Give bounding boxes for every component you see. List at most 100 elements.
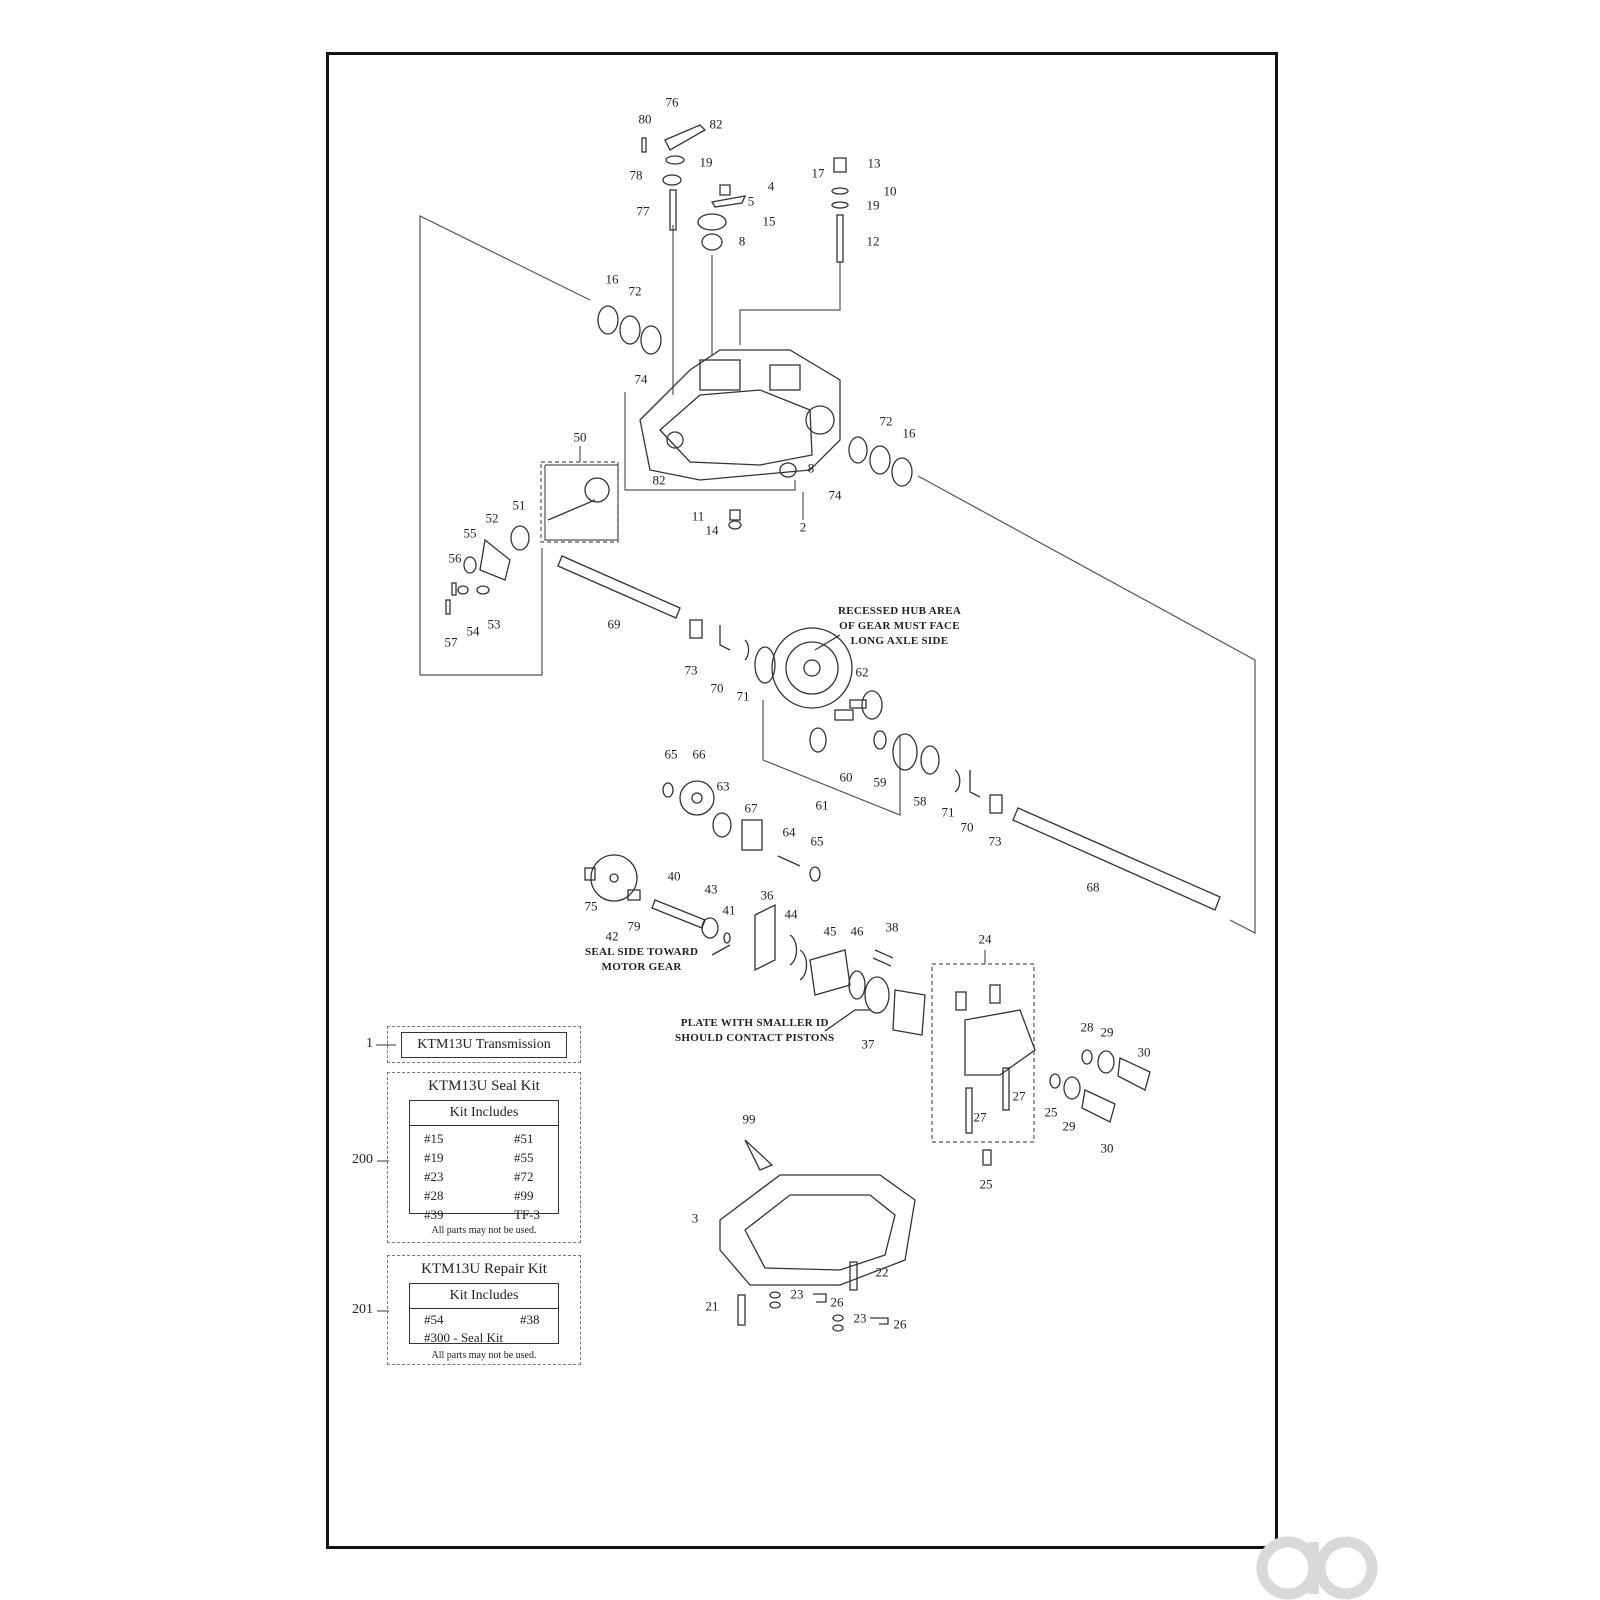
bevel-gear-left <box>754 646 776 684</box>
callout-1-dash <box>376 1044 396 1046</box>
seal-73-right <box>989 794 1003 814</box>
bushings-44 <box>789 934 808 981</box>
part-label-26: 26 <box>830 1294 844 1310</box>
washer-23c <box>832 1314 844 1322</box>
kit-seal-list: Kit Includes #15 #51 #19 #55 #23 #72 #28… <box>409 1100 559 1222</box>
washer-65-top <box>662 782 674 798</box>
part-label-51: 51 <box>512 497 526 513</box>
gear-58 <box>892 733 918 771</box>
kit-repair-box[interactable]: KTM13U Repair Kit Kit Includes #54 #38 #… <box>387 1255 581 1365</box>
seal-29 <box>1097 1050 1115 1074</box>
spring-11 <box>729 509 741 521</box>
hydro-pump-box <box>931 963 1035 1143</box>
part-label-79: 79 <box>627 918 641 934</box>
part-label-74: 74 <box>634 371 648 387</box>
part-label-26: 26 <box>893 1316 907 1332</box>
part-label-12: 12 <box>866 233 880 249</box>
part-label-73: 73 <box>684 662 698 678</box>
part-label-78: 78 <box>629 167 643 183</box>
dowel-25 <box>982 1149 992 1166</box>
part-label-19: 19 <box>699 154 713 170</box>
kit-seal-note: All parts may not be used. <box>431 1225 537 1236</box>
part-label-59: 59 <box>873 774 887 790</box>
plate-42 <box>590 854 638 902</box>
part-label-30: 30 <box>1100 1140 1114 1156</box>
part-label-16: 16 <box>605 271 619 287</box>
part-label-65: 65 <box>810 833 824 849</box>
kit-repair-title: KTM13U Repair Kit <box>421 1261 547 1277</box>
part-label-70: 70 <box>960 819 974 835</box>
washer-46 <box>848 970 866 1000</box>
plate-5 <box>710 195 747 208</box>
kit-seal-item: #28 <box>424 1188 444 1203</box>
kit-seal-item: #72 <box>514 1169 534 1184</box>
kit-seal-title: KTM13U Seal Kit <box>428 1078 540 1094</box>
washer-23a <box>769 1291 781 1299</box>
bolt-57 <box>445 599 451 615</box>
watermark-logo <box>1256 1536 1378 1600</box>
callout-200: 200 <box>352 1152 373 1167</box>
shaft-77-body <box>669 189 677 231</box>
part-label-36: 36 <box>760 887 774 903</box>
leader-line-left-bracket <box>419 215 591 676</box>
part-label-43: 43 <box>704 881 718 897</box>
leader-line-right-bracket <box>917 475 1256 934</box>
kit-seal-item: #19 <box>424 1150 444 1165</box>
leader-50-box <box>544 464 619 541</box>
pin-60b <box>849 699 867 709</box>
part-label-74: 74 <box>828 487 842 503</box>
leader-middle-bracket <box>762 700 901 816</box>
pin-80 <box>641 137 647 153</box>
clip-71-left <box>744 639 750 661</box>
part-label-8: 8 <box>807 460 815 476</box>
shift-arm-50 <box>547 477 610 521</box>
part-label-11: 11 <box>691 508 705 524</box>
kit-seal-item: #99 <box>514 1188 534 1203</box>
part-label-68: 68 <box>1086 879 1100 895</box>
clip-70-right <box>969 770 981 798</box>
part-label-23: 23 <box>853 1310 867 1326</box>
ring-41 <box>723 932 731 944</box>
gear-61 <box>809 727 827 753</box>
o-ring-25 <box>1049 1073 1061 1089</box>
sealant-tube-99 <box>744 1139 774 1171</box>
shift-arm-box <box>540 461 619 543</box>
bearing-55 <box>463 556 477 574</box>
seal-73-left <box>689 619 703 639</box>
part-label-57: 57 <box>444 634 458 650</box>
part-label-5: 5 <box>747 193 755 209</box>
part-label-10: 10 <box>883 183 897 199</box>
part-label-42: 42 <box>605 928 619 944</box>
spring-78 <box>662 174 682 186</box>
seal-15 <box>697 213 727 231</box>
shaft-40 <box>651 899 706 929</box>
kit-repair-item: #54 <box>424 1312 444 1327</box>
bearing-74-right <box>848 436 868 464</box>
kit-seal-item: #39 <box>424 1207 444 1222</box>
pin-64 <box>777 855 801 867</box>
part-label-61: 61 <box>815 797 829 813</box>
part-label-25: 25 <box>1044 1104 1058 1120</box>
part-label-55: 55 <box>463 525 477 541</box>
kit-repair-list: Kit Includes #54 #38 #300 - Seal Kit <box>409 1283 559 1345</box>
bearing-72-left <box>619 315 641 345</box>
fitting-30b <box>1081 1089 1116 1123</box>
pistons-38 <box>872 949 894 967</box>
part-label-24: 24 <box>978 931 992 947</box>
clip-70-left <box>719 625 731 651</box>
part-label-82: 82 <box>652 472 666 488</box>
gear-66 <box>679 780 715 816</box>
kit-transmission-box[interactable]: KTM13U Transmission <box>387 1026 581 1063</box>
shaft-12 <box>836 214 844 263</box>
lower-housing <box>719 1174 916 1286</box>
part-label-28: 28 <box>1080 1019 1094 1035</box>
plate-52 <box>479 538 511 581</box>
washer-19-top <box>665 155 685 165</box>
part-label-64: 64 <box>782 824 796 840</box>
gear-small-62b <box>861 690 883 720</box>
kit-seal-item: TF-3 <box>514 1207 540 1222</box>
part-label-8: 8 <box>738 233 746 249</box>
part-label-30: 30 <box>1137 1044 1151 1060</box>
kit-seal-box[interactable]: KTM13U Seal Kit Kit Includes #15 #51 #19… <box>387 1072 581 1243</box>
bolt-56 <box>451 582 457 596</box>
